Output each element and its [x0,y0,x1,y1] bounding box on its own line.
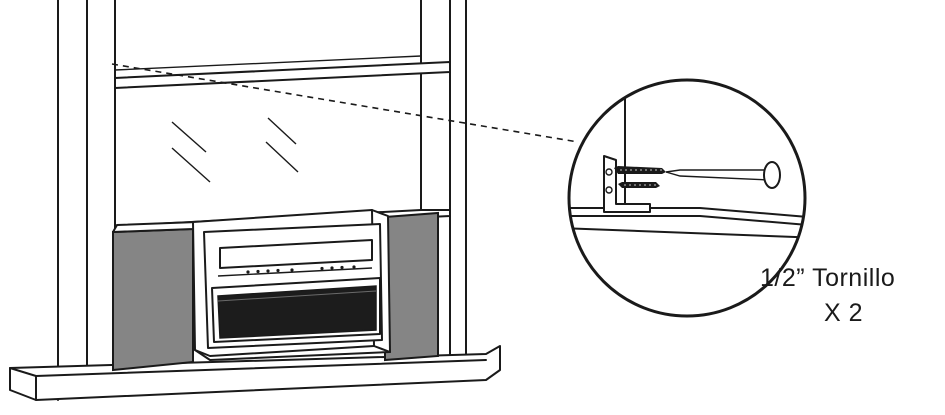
control-panel-buttons [246,265,356,274]
air-grille [217,285,377,339]
screw-icon [614,166,666,188]
side-curtain-right [384,211,439,362]
side-curtain-left [112,221,198,372]
detail-magnifier [567,78,807,318]
sash-rail [114,55,451,89]
glass-pane [171,117,299,183]
screw-quantity-label: X 2 [824,299,864,327]
detail-leader-line [111,63,579,143]
air-conditioner-unit [192,209,391,361]
screw-size-label: 1/2” Tornillo [760,264,896,292]
screwdriver-icon [665,161,781,189]
window-sill [9,345,501,401]
